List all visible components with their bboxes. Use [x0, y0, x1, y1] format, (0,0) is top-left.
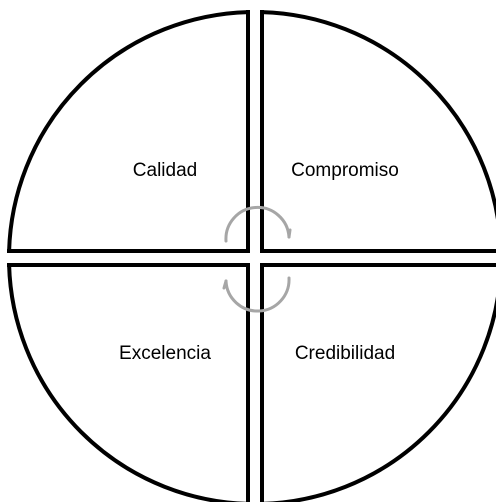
quadrant-bottom-right: Credibilidad: [260, 263, 496, 502]
quadrant-label-excelencia: Excelencia: [119, 343, 211, 364]
quadrant-top-right: Compromiso: [260, 10, 496, 253]
quadrant-label-compromiso: Compromiso: [291, 160, 399, 181]
quadrant-top-left: Calidad: [7, 10, 250, 253]
quadrant-label-credibilidad: Credibilidad: [295, 343, 395, 364]
cycle-arrows-icon: [222, 206, 292, 313]
quadrant-bottom-left: Excelencia: [7, 263, 250, 502]
quadrant-label-calidad: Calidad: [133, 160, 197, 181]
